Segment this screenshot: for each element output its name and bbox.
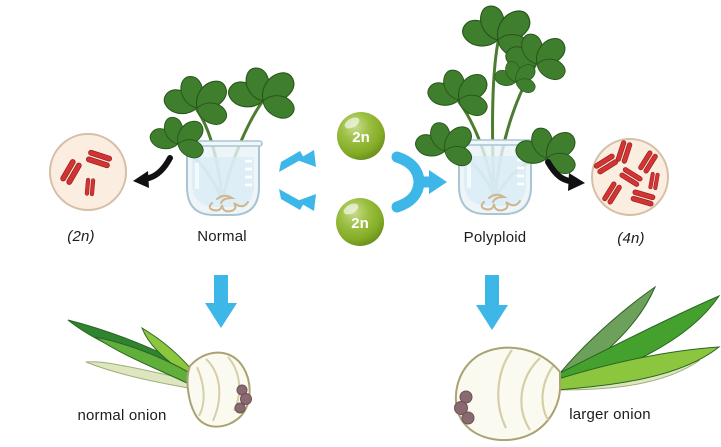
cell-4n <box>591 138 669 216</box>
cell-2n <box>49 133 127 211</box>
arrow-merge-to-polyploid <box>391 151 447 213</box>
larger-onion <box>454 285 721 442</box>
label-normal-onion: normal onion <box>77 407 167 424</box>
arrow-to-gamete-bottom <box>279 189 316 211</box>
arrow-to-4n-cell <box>545 159 585 191</box>
label-normal: Normal <box>197 228 247 245</box>
onion-roots <box>234 384 252 414</box>
label-polyploid: Polyploid <box>463 229 527 246</box>
label-cell-2n: (2n) <box>67 228 95 245</box>
arrow-to-2n-cell <box>133 155 173 188</box>
gamete-2n-bottom: 2n <box>336 198 384 246</box>
label-cell-4n: (4n) <box>617 230 645 247</box>
normal-onion <box>67 319 252 428</box>
normal-plant <box>147 67 299 217</box>
label-larger-onion: larger onion <box>569 406 651 423</box>
polyploid-plant <box>412 5 580 216</box>
gamete-2n-top: 2n <box>337 112 385 160</box>
gamete-bottom-label: 2n <box>351 215 369 232</box>
gamete-top-label: 2n <box>352 129 370 146</box>
arrow-down-normal <box>205 275 237 328</box>
onion-roots <box>454 390 475 425</box>
arrow-to-gamete-top <box>279 150 316 172</box>
arrow-down-polyploid <box>476 275 508 330</box>
